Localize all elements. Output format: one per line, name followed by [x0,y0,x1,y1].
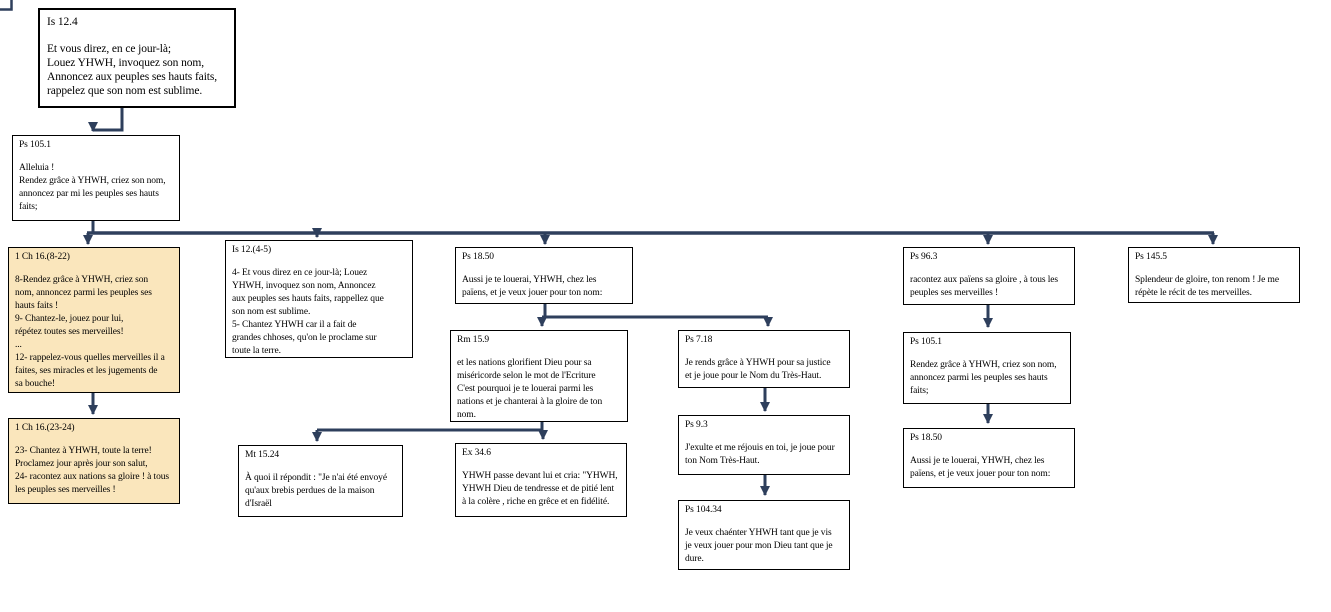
verse-ref: Is 12.(4-5) [232,245,272,255]
verse-text: 23- Chantez à YHWH, toute la terre! Proc… [15,446,169,495]
node-ps-18-50-first[interactable]: Ps 18.50 Aussi je te louerai, YHWH, chez… [455,247,633,304]
verse-text: 8-Rendez grâce à YHWH, criez son nom, an… [15,275,165,389]
verse-ref: 1 Ch 16.(8-22) [15,252,70,262]
node-is-12-4[interactable]: Is 12.4 Et vous direz, en ce jour-là; Lo… [38,8,236,108]
verse-text: Rendez grâce à YHWH, criez son nom, anno… [910,360,1057,396]
verse-ref: Ps 18.50 [910,433,942,443]
verse-ref: Ps 9.3 [685,420,708,430]
verse-text: Et vous direz, en ce jour-là; Louez YHWH… [47,43,218,97]
node-ps-145-5[interactable]: Ps 145.5 Splendeur de gloire, ton renom … [1128,247,1300,303]
node-rm-15-9[interactable]: Rm 15.9 et les nations glorifient Dieu p… [450,330,628,422]
node-is-12-4-5[interactable]: Is 12.(4-5) 4- Et vous direz en ce jour-… [225,240,413,358]
verse-text: Je veux chaénter YHWH tant que je vis je… [685,528,833,564]
verse-text: J'exulte et me réjouis en toi, je joue p… [685,443,835,466]
verse-ref: Ps 96.3 [910,252,938,262]
verse-ref: Ps 18.50 [462,252,494,262]
verse-text: Je rends grâce à YHWH pour sa justice et… [685,358,831,381]
verse-text: Alleluia ! Rendez grâce à YHWH, criez so… [19,163,166,212]
verse-text: Aussi je te louerai, YHWH, chez les païe… [910,456,1051,479]
node-ps-7-18[interactable]: Ps 7.18 Je rends grâce à YHWH pour sa ju… [678,330,850,388]
verse-ref: Ex 34.6 [462,448,491,458]
node-ps-104-34[interactable]: Ps 104.34 Je veux chaénter YHWH tant que… [678,500,850,570]
node-ps-105-1[interactable]: Ps 105.1 Alleluia ! Rendez grâce à YHWH,… [12,135,180,221]
verse-text: YHWH passe devant lui et cria: "YHWH, YH… [462,471,618,507]
node-ex-34-6[interactable]: Ex 34.6 YHWH passe devant lui et cria: "… [455,443,627,517]
node-1-ch-16-23-24[interactable]: 1 Ch 16.(23-24) 23- Chantez à YHWH, tout… [8,418,180,504]
node-mt-15-24[interactable]: Mt 15.24 À quoi il répondit : "Je n'ai é… [238,445,403,517]
verse-text: racontez aux païens sa gloire , à tous l… [910,275,1059,298]
edge-is124-ps1051 [88,108,124,132]
verse-ref: 1 Ch 16.(23-24) [15,423,75,433]
verse-ref: Ps 145.5 [1135,252,1167,262]
verse-ref: Ps 105.1 [19,140,51,150]
node-1-ch-16-8-22[interactable]: 1 Ch 16.(8-22) 8-Rendez grâce à YHWH, cr… [8,247,180,393]
verse-text: 4- Et vous direz en ce jour-là; Louez YH… [232,268,384,356]
verse-ref: Is 12.4 [47,16,78,28]
node-ps-96-3[interactable]: Ps 96.3 racontez aux païens sa gloire , … [903,247,1075,305]
verse-text: Aussi je te louerai, YHWH, chez les païe… [462,275,603,298]
node-ps-105-1-second[interactable]: Ps 105.1 Rendez grâce à YHWH, criez son … [903,332,1071,404]
verse-ref: Ps 7.18 [685,335,713,345]
node-ps-18-50-second[interactable]: Ps 18.50 Aussi je te louerai, YHWH, chez… [903,428,1075,488]
verse-text: À quoi il répondit : "Je n'ai été envoyé… [245,473,387,509]
edge-offscreen [0,0,13,11]
verse-ref: Rm 15.9 [457,335,490,345]
verse-ref: Mt 15.24 [245,450,280,460]
node-ps-9-3[interactable]: Ps 9.3 J'exulte et me réjouis en toi, je… [678,415,850,475]
verse-text: Splendeur de gloire, ton renom ! Je me r… [1135,275,1279,298]
verse-ref: Ps 105.1 [910,337,942,347]
verse-text: et les nations glorifient Dieu pour sa m… [457,358,603,420]
verse-ref: Ps 104.34 [685,505,722,515]
